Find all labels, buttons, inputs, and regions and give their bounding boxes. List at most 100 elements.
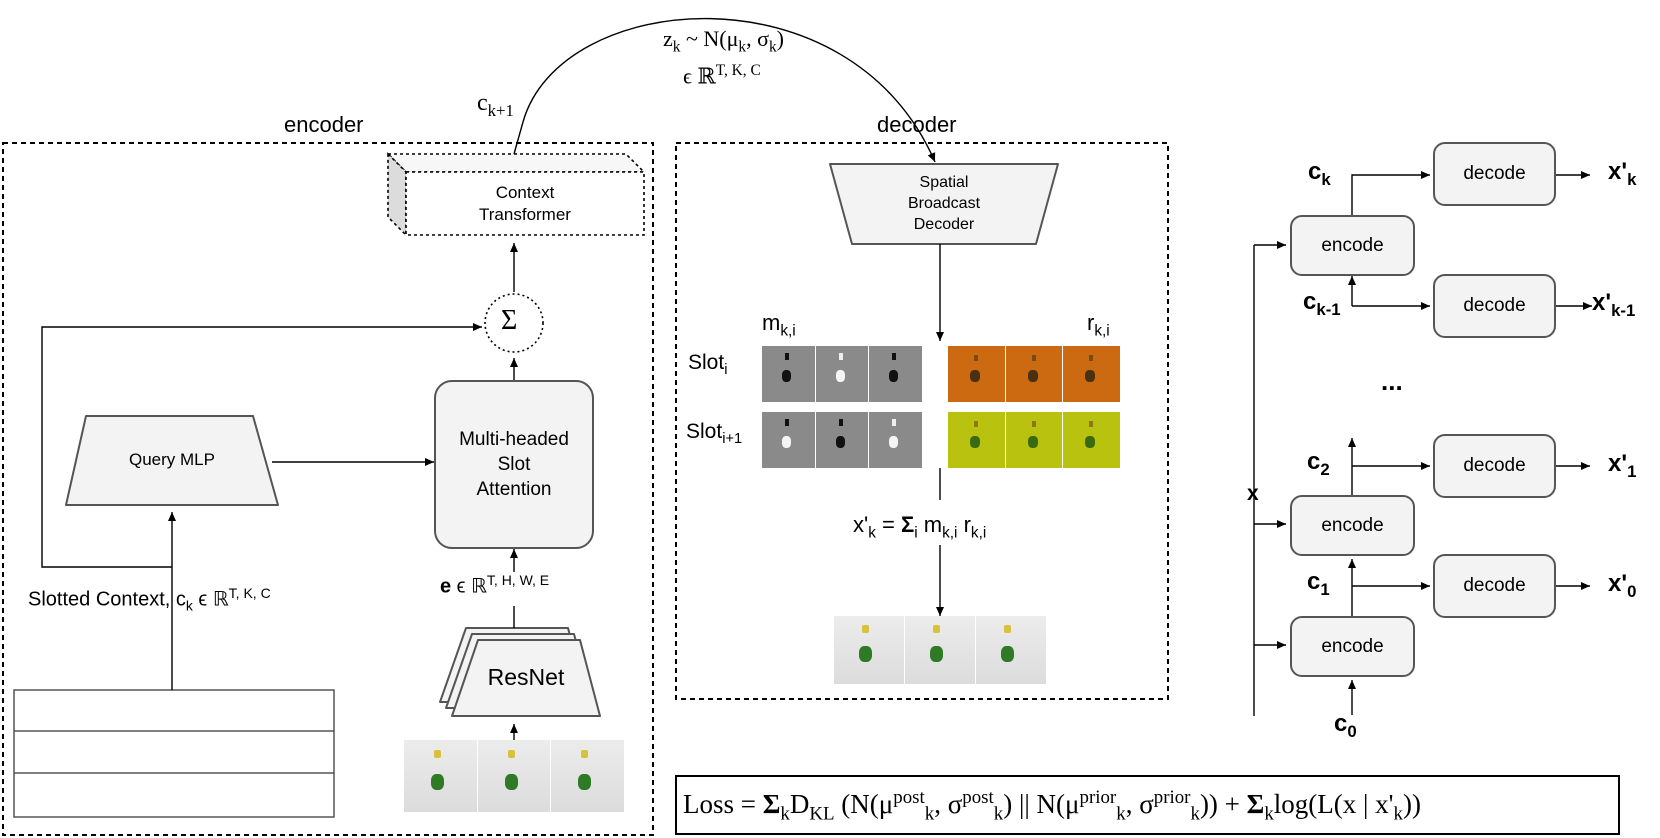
embedding-label: e ϵ ℝT, H, W, E <box>440 572 549 599</box>
recon-1-label: x'1 <box>1608 450 1636 482</box>
loss-sup: post <box>893 787 925 808</box>
spatial-broadcast-label: Spatial Broadcast Decoder <box>852 172 1036 235</box>
encoder-input-frames <box>404 740 624 812</box>
rgb-frame <box>1062 412 1120 468</box>
loss-sub: k <box>1116 803 1126 825</box>
embedding-superscript: T, H, W, E <box>486 572 550 588</box>
rgb-symbol: r <box>1087 310 1095 335</box>
spatial-broadcast-shape <box>829 163 1059 245</box>
recon-x: x' <box>853 512 869 537</box>
loss-sub: k <box>1190 803 1200 825</box>
slot-attention-line: Multi-headed <box>459 429 569 450</box>
loss-text: D <box>789 789 810 819</box>
x0-symbol: x' <box>1608 570 1628 597</box>
xk-subscript: k <box>1627 169 1637 189</box>
loss-sup: prior <box>1153 787 1191 808</box>
wire-context-loop <box>41 323 482 568</box>
loss-sub: k <box>1393 803 1403 825</box>
loss-sigma: Σ <box>1246 789 1265 819</box>
context-transformer-line: Transformer <box>479 205 571 224</box>
mask-label: mk,i <box>762 310 796 340</box>
decode-box-0: decode <box>1433 554 1556 618</box>
context-0-label: c0 <box>1334 710 1357 742</box>
loss-sup: post <box>962 787 994 808</box>
loss-text: Loss = <box>683 789 763 819</box>
loss-sub: k <box>780 803 790 825</box>
resnet-shape-front <box>451 639 601 717</box>
query-mlp-label: Query MLP <box>129 450 215 469</box>
input-frame <box>404 740 477 812</box>
loss-equation: Loss = ΣkDKL (N(μpostk, σpostk) || N(μpr… <box>683 787 1421 825</box>
ck-subscript: k <box>1321 169 1331 189</box>
mask-frame <box>868 412 922 468</box>
slotted-context-text: Slotted Context, c <box>28 588 186 611</box>
slotted-context-superscript: T, K, C <box>228 585 271 601</box>
spatial-broadcast-line: Decoder <box>913 216 975 233</box>
loss-sub: k <box>993 803 1004 825</box>
context-transformer-line: Context <box>495 183 555 202</box>
recon-sub: k,i <box>970 524 987 542</box>
latent-sub: k <box>768 38 777 56</box>
rgb-frames-slot-i <box>948 346 1120 402</box>
rgb-frame <box>1005 346 1062 402</box>
x1-symbol: x' <box>1608 450 1628 477</box>
mask-frame <box>762 346 815 402</box>
latent-space-text: ϵ ℝ <box>683 63 716 89</box>
encode-box-2: encode <box>1290 495 1415 556</box>
c2-symbol: c <box>1307 448 1321 475</box>
mask-symbol: m <box>762 310 781 335</box>
c2-subscript: 2 <box>1320 459 1330 479</box>
xk1-symbol: x' <box>1592 289 1612 316</box>
mask-frames-slot-i <box>762 346 922 402</box>
next-context-symbol: c <box>477 90 488 116</box>
latent-sub: k <box>738 38 747 56</box>
spatial-broadcast-line: Broadcast <box>907 195 981 212</box>
sum-node <box>484 293 544 353</box>
latent-z: z <box>663 26 673 51</box>
resnet-label: ResNet <box>487 664 565 690</box>
loss-sup: prior <box>1079 787 1117 808</box>
embedding-symbol: e <box>440 575 452 598</box>
sum-symbol: Σ <box>501 305 518 336</box>
slotted-context-subscript: k <box>185 597 193 614</box>
slotted-context-space: ϵ ℝ <box>192 588 229 611</box>
output-frame <box>834 616 904 684</box>
encoder-section-title: encoder <box>284 112 364 137</box>
reconstruction-equation: x'k = Σi mk,i rk,i <box>853 512 986 542</box>
rgb-frames-slot-i1 <box>948 412 1120 468</box>
recon-sub: k <box>868 524 876 542</box>
encode-box-1: encode <box>1290 616 1415 677</box>
slot-i1-subscript: i+1 <box>722 431 743 448</box>
slot-attention-line: Slot <box>497 454 531 475</box>
latent-sub: k <box>672 38 681 56</box>
decode-box-1: decode <box>1433 434 1556 498</box>
output-frame <box>975 616 1046 684</box>
context-1-label: c1 <box>1307 568 1330 600</box>
slot-i1-label: Sloti+1 <box>686 420 742 447</box>
mask-frame <box>815 346 868 402</box>
slot-i-subscript: i <box>724 362 728 379</box>
context-2-label: c2 <box>1307 448 1330 480</box>
decoder-output-frames <box>834 616 1046 684</box>
loss-sub: KL <box>809 803 835 825</box>
loss-text: ) || N(μ <box>1003 789 1080 819</box>
slot-i-label: Sloti <box>688 351 727 378</box>
c0-symbol: c <box>1334 710 1348 737</box>
loss-text: , σ <box>934 789 963 819</box>
rgb-label: rk,i <box>1087 310 1110 340</box>
decode-box-k: decode <box>1433 142 1556 206</box>
x0-subscript: 0 <box>1627 581 1637 601</box>
ck-symbol: c <box>1308 158 1322 185</box>
wire-ck-up <box>1351 171 1430 215</box>
mask-frames-slot-i1 <box>762 412 922 468</box>
slot-attention-block: Multi-headed Slot Attention <box>434 380 594 549</box>
latent-distribution-label: zk ~ N(μk, σk) <box>663 26 784 56</box>
rgb-subscript: k,i <box>1094 322 1110 340</box>
encode-box-k: encode <box>1290 215 1415 276</box>
recon-0-label: x'0 <box>1608 570 1636 602</box>
input-frame <box>477 740 550 812</box>
x1-subscript: 1 <box>1627 461 1637 481</box>
latent-text: ~ N(μ <box>680 26 739 51</box>
latent-text: ) <box>776 26 784 51</box>
